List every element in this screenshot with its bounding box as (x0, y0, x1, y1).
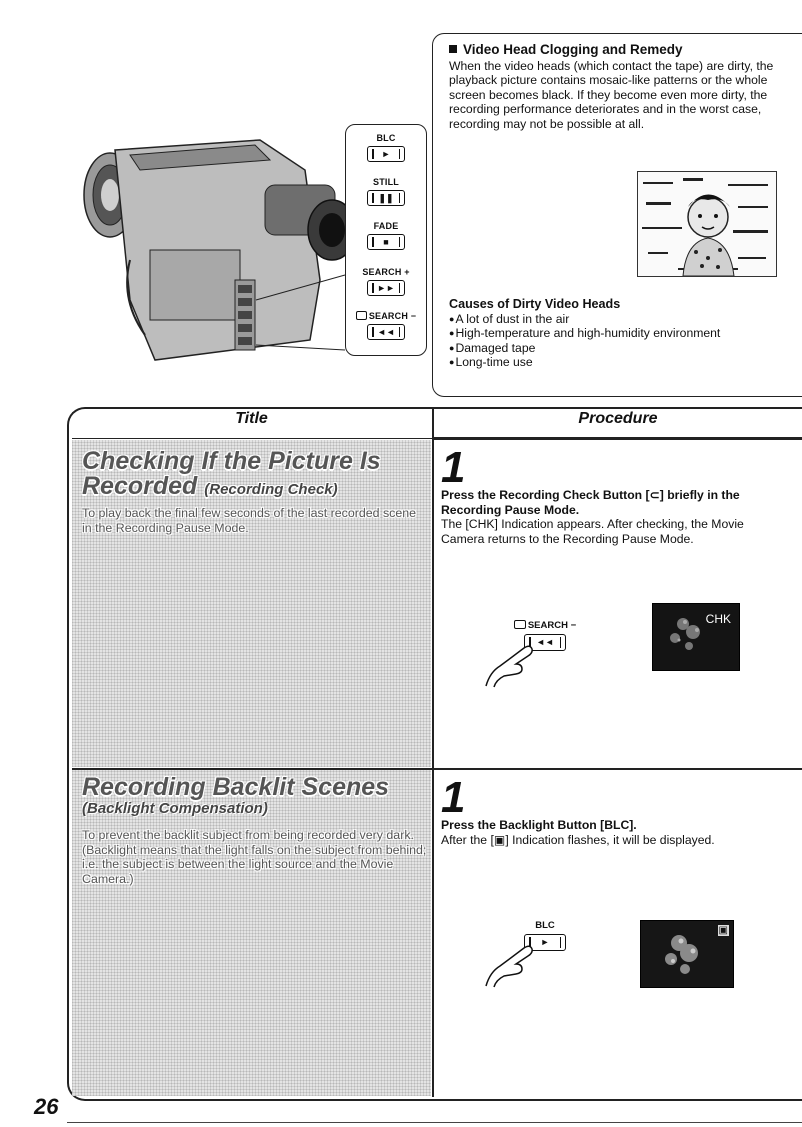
page-number: 26 (34, 1094, 59, 1119)
column-header-title: Title (235, 410, 268, 427)
blc-button-group: BLC ► (346, 133, 426, 162)
search-plus-label: SEARCH + (362, 267, 410, 277)
column-header-procedure: Procedure (578, 410, 658, 427)
rewind-icon: ◄◄ (367, 324, 405, 340)
row1-description: To play back the final few seconds of th… (82, 506, 417, 535)
row-divider (72, 768, 802, 770)
fade-button-group: FADE ■ (346, 221, 426, 250)
scene-image (653, 604, 739, 670)
play-icon: ► (524, 934, 566, 951)
row2-step-number: 1 (441, 773, 466, 822)
row2-subtitle: (Backlight Compensation) (82, 800, 268, 817)
pause-icon: ❚❚ (367, 190, 405, 206)
row1-procedure: 1 Press the Recording Check Button [⊂] b… (441, 443, 787, 546)
header-rule-thick (433, 437, 802, 440)
row2-procedure: 1 Press the Backlight Button [BLC]. Afte… (441, 773, 787, 847)
row1-subtitle: (Recording Check) (204, 481, 338, 498)
camera-button-panel: BLC ► STILL ❚❚ FADE ■ SEARCH + ►► SEARCH… (345, 124, 427, 356)
bottom-rule (67, 1122, 802, 1123)
pressing-finger-icon (485, 645, 533, 688)
search-minus-label: SEARCH − (346, 311, 426, 321)
fast-forward-icon: ►► (367, 280, 405, 296)
mosaic-noise-image (637, 171, 777, 277)
cause-item: Damaged tape (449, 341, 799, 356)
row1-step-detail: The [CHK] Indication appears. After chec… (441, 517, 744, 546)
row1-step-instruction: Press the Recording Check Button [⊂] bri… (441, 488, 740, 517)
cause-item: Long-time use (449, 355, 799, 370)
row1-search-minus-button: SEARCH − ◄◄ (505, 620, 585, 651)
cause-item: A lot of dust in the air (449, 312, 799, 327)
title-cell-backlight: Recording Backlit Scenes (Backlight Comp… (72, 770, 431, 1096)
row2-description: To prevent the backlit subject from bein… (82, 828, 427, 886)
search-plus-button-group: SEARCH + ►► (346, 267, 426, 296)
blc-label: BLC (376, 133, 396, 143)
still-label: STILL (373, 177, 399, 187)
row2-viewfinder-screen: ▣ (640, 920, 734, 988)
info-body: When the video heads (which contact the … (449, 58, 774, 131)
cause-item: High-temperature and high-humidity envir… (449, 326, 799, 341)
fade-label: FADE (373, 221, 399, 231)
row1-title-line2: Recorded (Recording Check) (82, 472, 338, 500)
procedure-table (67, 407, 802, 1101)
row1-title-line1: Checking If the Picture Is (82, 447, 381, 475)
row1-screen-indicator: CHK (705, 612, 731, 626)
play-icon: ► (367, 146, 405, 162)
still-button-group: STILL ❚❚ (346, 177, 426, 206)
title-cell-recording-check: Checking If the Picture Is Recorded (Rec… (72, 440, 431, 767)
pressing-finger-icon (485, 945, 533, 988)
row2-button-label: BLC (535, 920, 555, 931)
causes-section: Causes of Dirty Video Heads A lot of dus… (449, 297, 799, 370)
record-check-icon (513, 620, 526, 629)
stop-icon: ■ (367, 234, 405, 250)
row2-title: Recording Backlit Scenes (82, 773, 390, 801)
camcorder-illustration (83, 139, 357, 361)
causes-heading: Causes of Dirty Video Heads (449, 297, 621, 311)
square-bullet-icon (449, 45, 457, 53)
causes-list: A lot of dust in the air High-temperatur… (449, 312, 799, 370)
backlight-icon: ▣ (717, 925, 729, 936)
row1-button-label: SEARCH − (505, 620, 585, 631)
record-check-icon (355, 311, 367, 320)
row2-step-instruction: Press the Backlight Button [BLC]. (441, 818, 637, 832)
row2-blc-button: BLC ► (505, 920, 585, 951)
column-divider (432, 409, 434, 1097)
info-heading: Video Head Clogging and Remedy (449, 42, 789, 58)
row2-step-detail: After the [▣] Indication flashes, it wil… (441, 832, 715, 847)
row1-viewfinder-screen: CHK (652, 603, 740, 671)
row1-step-number: 1 (441, 443, 466, 492)
rewind-icon: ◄◄ (524, 634, 566, 651)
info-text: Video Head Clogging and Remedy When the … (449, 42, 789, 131)
video-head-clogging-box: Video Head Clogging and Remedy When the … (432, 33, 802, 397)
search-minus-button-group: SEARCH − ◄◄ (346, 311, 426, 340)
